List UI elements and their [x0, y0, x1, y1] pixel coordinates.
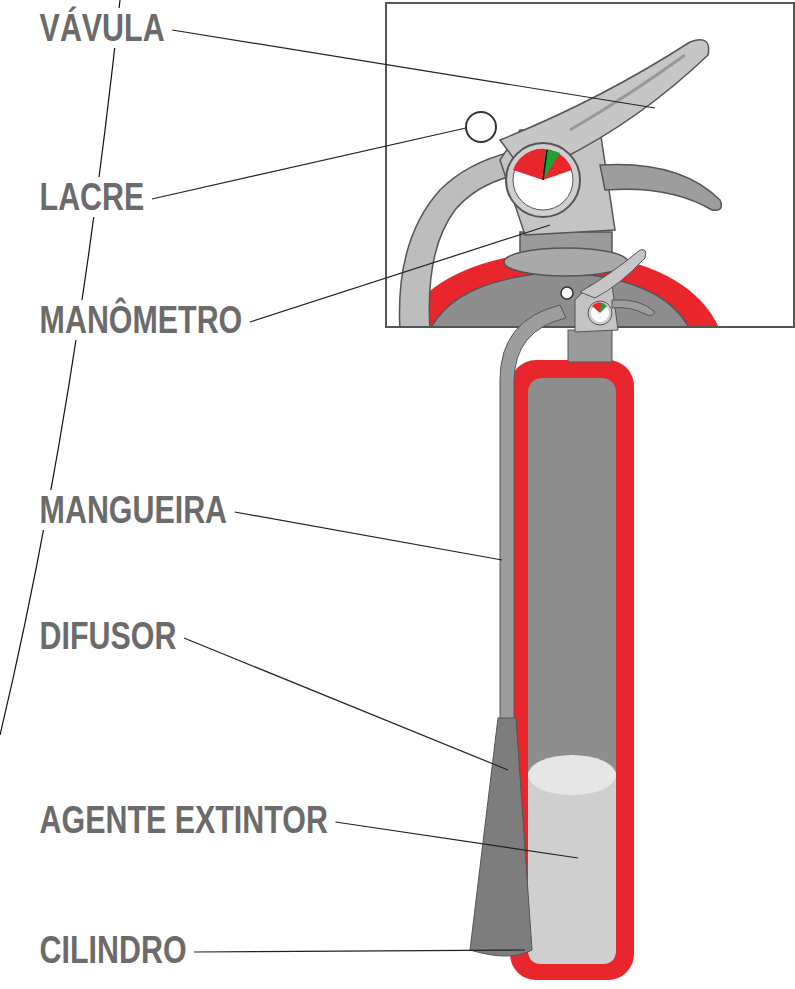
lever [580, 250, 646, 298]
seal-ring [466, 112, 496, 142]
leader-line [250, 225, 550, 322]
handle [600, 164, 721, 210]
gauge-rim [506, 143, 580, 217]
cylinder [510, 360, 634, 980]
leader-line [152, 128, 466, 199]
agent-body [528, 772, 616, 964]
gauge [588, 301, 612, 325]
valve-detail [386, 3, 794, 330]
agent-top [528, 755, 616, 795]
leader-line [172, 30, 655, 108]
leader-line [235, 512, 502, 560]
cylinder-inner [528, 378, 616, 964]
part-label: CILINDRO [38, 930, 188, 970]
lever [500, 40, 709, 160]
detail-frame [386, 3, 794, 327]
leader-line [335, 822, 578, 858]
neck [568, 330, 612, 362]
part-label: DIFUSOR [38, 616, 178, 656]
part-label: MANÔMETRO [38, 300, 244, 340]
part-label: VÁVULA [38, 8, 166, 48]
part-label: AGENTE EXTINTOR [38, 800, 329, 840]
leader-line [194, 950, 525, 952]
diffuser [470, 718, 532, 956]
hose [500, 305, 566, 720]
leader-line [184, 638, 508, 770]
neck-base [504, 248, 628, 276]
part-label: MANGUEIRA [38, 490, 229, 530]
extinguisher [470, 250, 655, 980]
gauge-green [543, 150, 560, 180]
part-label: LACRE [38, 177, 146, 217]
seal-ring [561, 287, 573, 299]
